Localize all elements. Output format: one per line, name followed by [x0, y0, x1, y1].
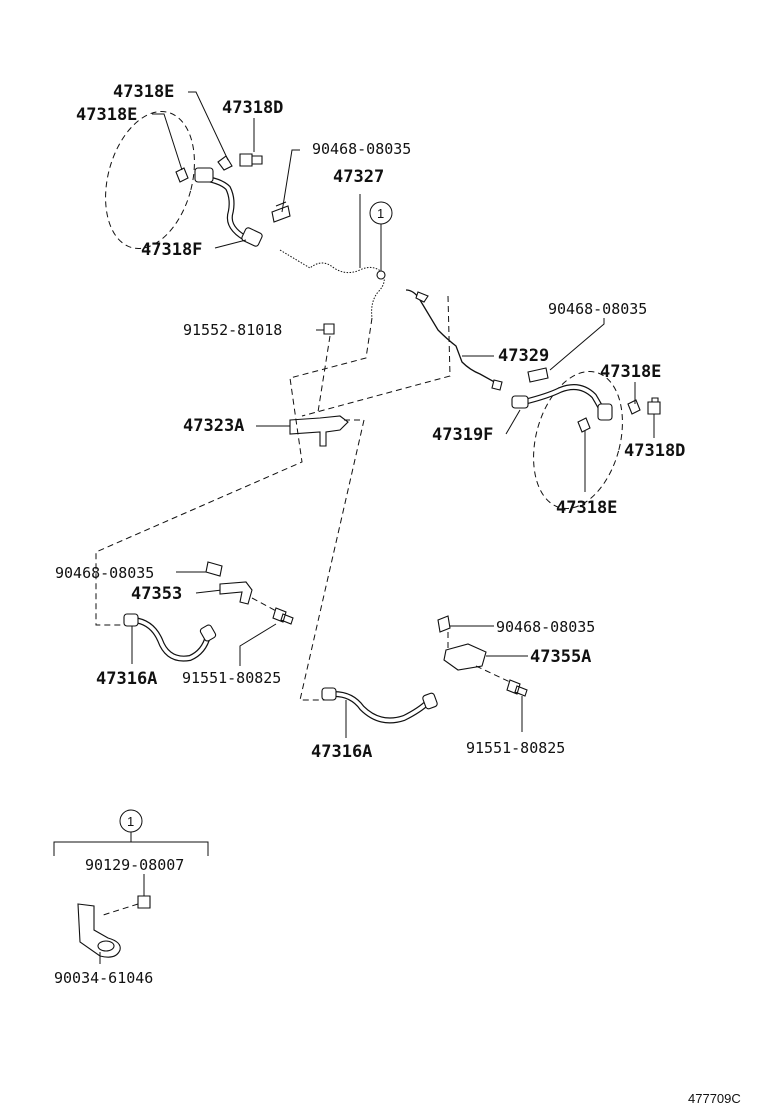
label-47323a: 47323A — [183, 416, 244, 436]
label-47318d-a: 47318D — [222, 98, 283, 118]
label-90468-a: 90468-08035 — [312, 140, 411, 158]
clip-90468-a — [271, 201, 291, 223]
bracket-47353 — [219, 581, 253, 605]
label-90468-c: 90468-08035 — [55, 564, 154, 582]
bolt-90129 — [137, 895, 151, 909]
bolt-47318d-a — [239, 153, 263, 167]
label-47318e-b: 47318E — [76, 105, 137, 125]
label-47329: 47329 — [498, 346, 549, 366]
clip-47318e-d — [577, 417, 591, 433]
label-47327: 47327 — [333, 167, 384, 187]
hose-fitting — [194, 167, 214, 183]
diagram-code: 477709C — [688, 1091, 741, 1106]
callout-1-main: 1 — [369, 201, 393, 280]
clip-47318e-c — [627, 399, 641, 415]
label-91551-a: 91551-80825 — [182, 669, 281, 687]
bolt-47318d-b — [647, 397, 661, 415]
label-47318f: 47318F — [141, 240, 202, 260]
label-47355a: 47355A — [530, 647, 591, 667]
label-47318e-c: 47318E — [600, 362, 661, 382]
svg-text:1: 1 — [377, 206, 384, 221]
label-90129: 90129-08007 — [85, 856, 184, 874]
svg-text:1: 1 — [127, 814, 134, 829]
legend-callout-1: 1 — [53, 809, 209, 856]
label-90468-d: 90468-08035 — [496, 618, 595, 636]
clip-47318e-b — [217, 155, 233, 171]
label-91551-b: 91551-80825 — [466, 739, 565, 757]
bracket-47355a — [443, 643, 487, 671]
clip-90468-b — [527, 367, 549, 383]
label-47318e-a: 47318E — [113, 82, 174, 102]
clip-47318e-a — [175, 167, 189, 183]
hose-end-fitting — [241, 227, 263, 247]
bolt-91551-b — [506, 679, 528, 697]
label-47316a-b: 47316A — [311, 742, 372, 762]
label-90468-b: 90468-08035 — [548, 300, 647, 318]
label-47318e-d: 47318E — [556, 498, 617, 518]
leaders-top-left — [152, 91, 300, 249]
label-47318d-b: 47318D — [624, 441, 685, 461]
label-47353: 47353 — [131, 584, 182, 604]
left-brake-disc-outline — [105, 111, 195, 249]
label-90034: 90034-61046 — [54, 969, 153, 987]
hose-47318f — [197, 175, 248, 241]
bracket-47323a — [256, 415, 349, 447]
right-brake-disc-outline — [533, 371, 623, 509]
front-left-wheel-assembly — [105, 111, 291, 249]
label-47316a-a: 47316A — [96, 669, 157, 689]
label-47319f: 47319F — [432, 425, 493, 445]
pipe-47329 — [405, 289, 503, 391]
clip-90468-c — [205, 561, 223, 577]
dashed-connection-lines — [95, 295, 451, 701]
pipe-47327 — [279, 194, 385, 319]
label-91552: 91552-81018 — [183, 321, 282, 339]
clip-90468-d — [437, 615, 451, 633]
bolt-91552 — [316, 323, 335, 413]
right-wheel-assembly — [511, 371, 661, 509]
bolt-91551-a — [272, 607, 294, 625]
